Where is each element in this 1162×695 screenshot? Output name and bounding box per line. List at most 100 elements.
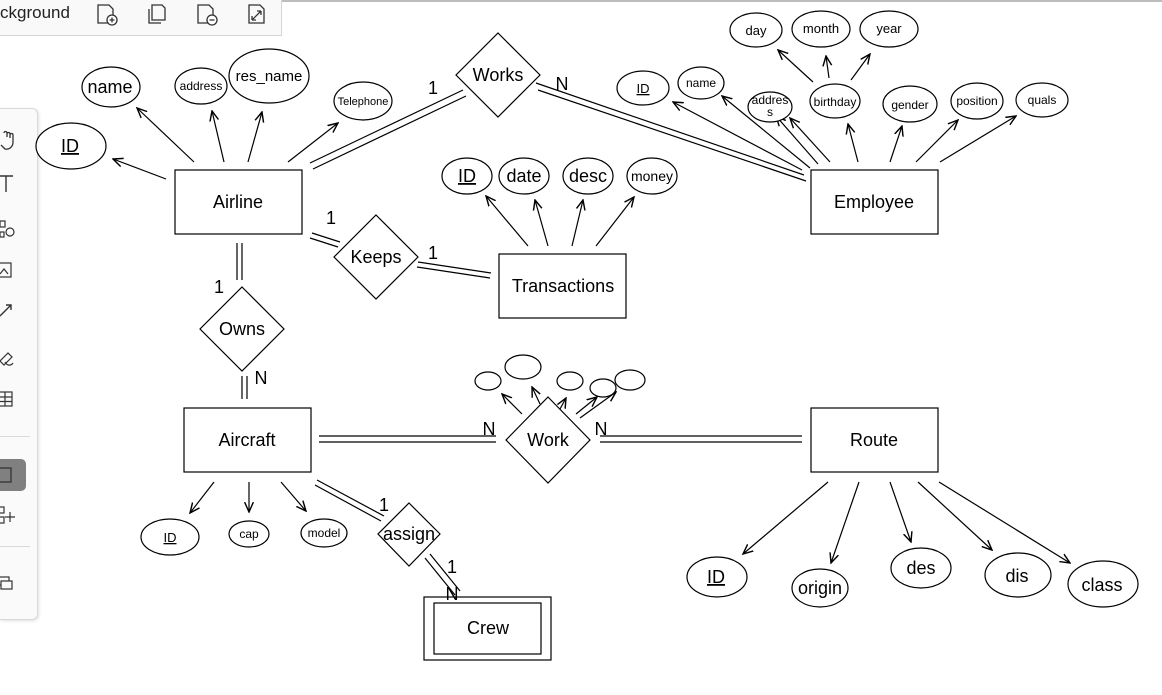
shapes-icon[interactable] [0,215,26,243]
attribute-work-unlabeled[interactable] [589,378,617,398]
duplicate-page-icon[interactable] [144,2,170,28]
attribute-aircraft-model[interactable]: model [300,518,348,548]
cardinality-label: 1 [379,495,389,515]
attribute-label: ID [707,567,725,587]
entity-employee[interactable]: Employee [810,169,939,235]
cardinality-label: 1 [428,78,438,98]
relationship-work[interactable]: Work [505,396,591,484]
attribute-airline-name[interactable]: name [81,66,141,108]
attribute-birthday-year[interactable]: year [859,10,919,48]
attribute-label-line2: s [767,105,773,119]
cardinality-label: N [483,419,496,439]
background-label: ckground [0,3,70,22]
cardinality-label: N [255,368,268,388]
page-toolbar: ckground [0,0,282,36]
entity-aircraft[interactable]: Aircraft [183,407,312,473]
entity-label: Crew [467,618,510,638]
attribute-route-origin[interactable]: origin [791,568,849,608]
cardinality-label: 1 [447,557,457,577]
attribute-aircraft-id[interactable]: ID [140,518,200,556]
attribute-label: class [1081,575,1122,595]
relationship-assign[interactable]: assign [377,502,441,567]
attribute-label: ID [637,81,650,96]
attribute-label: address [180,79,223,93]
attribute-employee-quals[interactable]: quals [1015,82,1069,118]
toolbar-divider [0,546,30,547]
attribute-aircraft-cap[interactable]: cap [228,520,270,548]
attribute-work-unlabeled[interactable] [504,354,542,380]
attribute-work-unlabeled[interactable] [556,371,584,391]
attribute-transactions-date[interactable]: date [498,157,550,195]
attribute-route-class[interactable]: class [1067,560,1139,608]
attribute-route-dis[interactable]: dis [984,552,1052,598]
canvas-top-border [282,0,1162,2]
attribute-transactions-money[interactable]: money [626,157,678,195]
attribute-route-des[interactable]: des [890,547,952,589]
relationship-label: Keeps [350,247,401,267]
attribute-employee-id[interactable]: ID [616,70,670,106]
attribute-work-unlabeled[interactable] [474,371,502,391]
cardinality-label: 1 [326,208,336,228]
weak-entity-crew[interactable]: Crew [423,596,552,661]
relationship-owns[interactable]: Owns [199,286,285,372]
attribute-label: month [803,21,839,36]
attribute-label: date [506,166,541,186]
relationship-lines [236,82,807,596]
relationship-keeps[interactable]: Keeps [333,214,419,300]
attribute-airline-address[interactable]: address [174,67,228,105]
image-icon[interactable] [0,257,26,285]
arrow-icon[interactable] [0,297,26,325]
table-icon[interactable] [0,385,26,413]
attribute-label: birthday [814,95,857,109]
attribute-label: dis [1005,566,1028,586]
entity-label: Transactions [512,276,614,296]
attribute-label: res_name [236,68,303,85]
attribute-employee-birthday[interactable]: birthday [809,83,861,119]
entity-route[interactable]: Route [810,407,939,473]
attribute-label: gender [891,98,928,112]
attribute-employee-position[interactable]: position [950,82,1004,120]
attribute-birthday-day[interactable]: day [729,12,783,48]
attribute-label: name [87,77,132,97]
work-attributes[interactable] [474,354,646,398]
left-toolbar [0,108,38,620]
cardinality-labels: 1 N 1 1 1 N N N 1 1 N [214,74,608,604]
attribute-label: name [686,76,716,90]
attribute-work-unlabeled[interactable] [614,369,646,391]
attribute-employee-name[interactable]: name [677,66,725,100]
attribute-label: ID [164,530,177,545]
layers-icon[interactable] [0,569,26,597]
entity-transactions[interactable]: Transactions [498,253,627,319]
attribute-label: origin [798,578,842,598]
attribute-airline-res-name[interactable]: res_name [228,48,310,104]
add-element-icon[interactable] [0,503,26,531]
hand-icon[interactable] [0,125,26,153]
pen-icon[interactable] [0,343,26,371]
relationship-label: Work [527,430,570,450]
attribute-transactions-id[interactable]: ID [441,157,493,195]
relationship-works[interactable]: Works [455,32,541,118]
attribute-airline-id[interactable]: ID [35,122,107,170]
resize-page-icon[interactable] [244,2,270,28]
attribute-airline-telephone[interactable]: Telephone [333,81,393,121]
attribute-label: ID [458,166,476,186]
relationship-label: Owns [219,319,265,339]
attribute-label-line1: addres [752,93,789,107]
text-icon[interactable] [0,169,26,197]
add-page-icon[interactable] [94,2,120,28]
cardinality-label: N [556,74,569,94]
attribute-employee-gender[interactable]: gender [882,85,938,123]
remove-page-icon[interactable] [194,2,220,28]
attribute-label: desc [569,166,607,186]
entity-airline[interactable]: Airline [174,169,303,235]
attribute-route-id[interactable]: ID [686,556,748,598]
relationship-label: assign [383,524,435,544]
attribute-birthday-month[interactable]: month [791,10,851,48]
cardinality-label: N [446,584,459,604]
attribute-label: position [956,94,997,108]
rectangle-icon[interactable] [0,459,26,491]
attribute-transactions-desc[interactable]: desc [562,157,614,195]
